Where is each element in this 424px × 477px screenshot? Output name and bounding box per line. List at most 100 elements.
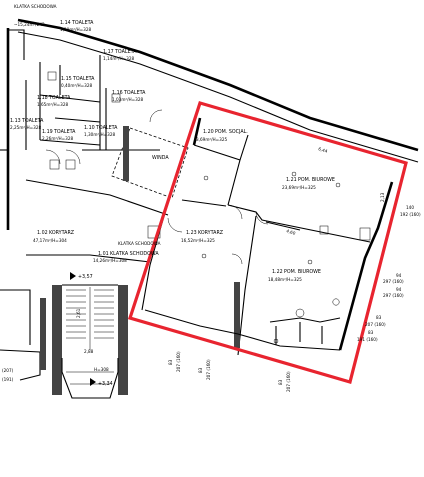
- room-name: TOALETA: [123, 90, 146, 96]
- window-height: 297 (160): [383, 279, 404, 284]
- room-area: 1,10m²/H=328: [60, 27, 91, 32]
- room-number: 1.16: [112, 90, 123, 96]
- staircase-top-area: ~15,24m²/242: [14, 22, 45, 27]
- window-width: 94: [396, 273, 402, 278]
- room-label-1-15: 1.15 TOALETA 0,40m²/H=328: [61, 76, 95, 88]
- elevator-label: WINDA: [152, 155, 169, 161]
- room-name: KORYTARZ: [198, 230, 224, 236]
- stair-height: H=308: [94, 367, 109, 372]
- room-area: 1,65m²/H=328: [37, 102, 68, 107]
- room-area: 16,52m²/H=325: [181, 238, 215, 243]
- room-name: TOALETA: [72, 76, 95, 82]
- dimension-6-44: 6,44: [318, 146, 329, 154]
- room-label-1-13: 1.13 TOALETA 2,25m²/H=328: [10, 118, 44, 130]
- window-tag-south-3: 83 207 (160): [278, 371, 291, 392]
- window-tag-east-5: 83 191 (160): [357, 330, 378, 342]
- window-height: 192 (160): [400, 212, 421, 217]
- window-tag-south-2: 83 207 (160): [198, 359, 211, 380]
- room-label-1-17: 1.17 TOALETA 1,14m²/H=328: [103, 49, 137, 61]
- room-label-1-19: 1.19 TOALETA 2,26m²/H=328: [42, 129, 76, 141]
- room-name: TOALETA: [21, 118, 44, 124]
- level-marker-lower: +3,34: [90, 378, 113, 387]
- room-number: 1.20: [203, 129, 214, 135]
- dimension-2-61: 2,61: [76, 308, 81, 318]
- window-width: 83: [278, 379, 283, 385]
- room-name: POM. SOCJAL.: [215, 129, 248, 135]
- staircase-sub-label: KLATKA SCHODOWA: [118, 241, 161, 246]
- room-label-staircase-top: KLATKA SCHODOWA ~15,24m²/242: [14, 4, 57, 27]
- window-width: 83: [368, 330, 374, 335]
- window-height: 207 (160): [206, 359, 211, 380]
- room-name: TOALETA: [53, 129, 76, 135]
- room-area: 1,30m²/H=328: [84, 132, 115, 137]
- room-number: 1.23: [186, 230, 197, 236]
- room-area: 14,26m²/H=308: [93, 258, 127, 263]
- window-width: 83: [198, 367, 203, 373]
- room-name: POM. BIUROWE: [298, 177, 335, 183]
- dimension-4-60: 4,60: [286, 228, 297, 236]
- room-area: 2,25m²/H=328: [10, 125, 41, 130]
- window-height: 207 (160): [176, 351, 181, 372]
- main-staircase: [52, 284, 128, 399]
- room-area: 3,69m²/H=325: [196, 137, 227, 142]
- stair-treads: [66, 289, 114, 339]
- window-tag-east-2: 94 297 (160): [383, 273, 404, 284]
- window-width: 140: [406, 205, 414, 210]
- room-number: 1.01: [98, 251, 109, 257]
- toilet-block-walls: [39, 55, 163, 170]
- window-height: 297 (160): [383, 293, 404, 298]
- level-value: +3,34: [98, 381, 113, 387]
- room-label-1-21: 1.21 POM. BIUROWE 23,69m²/H=325: [282, 177, 335, 190]
- level-marker-upper: +3,57: [70, 272, 93, 280]
- window-width: 83: [168, 359, 173, 365]
- room-label-1-23: 1.23 KORYTARZ 16,52m²/H=325: [181, 230, 224, 243]
- left-tag: (207): [2, 368, 14, 373]
- room-label-1-10: 1.10 TOALETA 1,30m²/H=328: [84, 125, 118, 137]
- room-number: 1.19: [42, 129, 53, 135]
- room-number: 1.21: [286, 177, 297, 183]
- room-area: 23,69m²/H=325: [282, 185, 316, 190]
- room-label-1-14: 1.14 TOALETA 1,10m²/H=328: [60, 20, 94, 32]
- room-number: 1.13: [10, 118, 21, 124]
- window-tag-east-1: 140 192 (160): [400, 205, 421, 217]
- window-width: 83: [376, 315, 382, 320]
- room-number: 1.02: [37, 230, 48, 236]
- room-name: KORYTARZ: [49, 230, 75, 236]
- room-label-1-01: KLATKA SCHODOWA 1.01 KLATKA SCHODOWA 14,…: [93, 241, 161, 263]
- room-name: TOALETA: [95, 125, 118, 131]
- room-name: KLATKA SCHODOWA: [110, 251, 159, 257]
- room-label-1-02: 1.02 KORYTARZ 47,17m²/H=304: [33, 230, 75, 243]
- window-tag-south-1: 83 207 (160): [168, 351, 181, 372]
- office-suite-walls: [141, 117, 394, 356]
- staircase-top-name: KLATKA SCHODOWA: [14, 4, 57, 9]
- window-height: 207 (160): [286, 371, 291, 392]
- window-tag-east-4: 83 207 (160): [365, 315, 386, 327]
- room-area: 47,17m²/H=304: [33, 238, 67, 243]
- room-name: POM. BIUROWE: [284, 269, 321, 275]
- dimension-2-88: 2,88: [84, 349, 94, 354]
- room-label-1-20: 1.20 POM. SOCJAL. 3,69m²/H=325: [196, 129, 248, 142]
- room-area: 2,26m²/H=328: [42, 136, 73, 141]
- dimension-2-13: 2,13: [380, 192, 385, 202]
- level-value: +3,57: [78, 274, 93, 280]
- room-area: 18,48m²/H=325: [268, 277, 302, 282]
- room-name: TOALETA: [114, 49, 137, 55]
- room-label-1-16: 1.16 TOALETA 1,03m²/H=328: [112, 90, 146, 102]
- window-height: 207 (160): [365, 322, 386, 327]
- room-number: 1.22: [272, 269, 283, 275]
- room-area: 0,40m²/H=328: [61, 83, 92, 88]
- room-number: 1.10: [84, 125, 95, 131]
- room-number: 1.14: [60, 20, 71, 26]
- room-name: TOALETA: [71, 20, 94, 26]
- room-number: 1.18: [37, 95, 48, 101]
- elevator-shaft: [111, 126, 189, 199]
- window-height: 191 (160): [357, 337, 378, 342]
- corridor-walls: [25, 179, 169, 263]
- left-building-walls: [0, 28, 46, 381]
- room-area: 1,03m²/H=328: [112, 97, 143, 102]
- bottom-left-tag: (191): [2, 377, 14, 382]
- window-tag-east-3: 94 297 (160): [383, 287, 404, 298]
- room-number: 1.15: [61, 76, 72, 82]
- north-facade-wall: [17, 18, 419, 163]
